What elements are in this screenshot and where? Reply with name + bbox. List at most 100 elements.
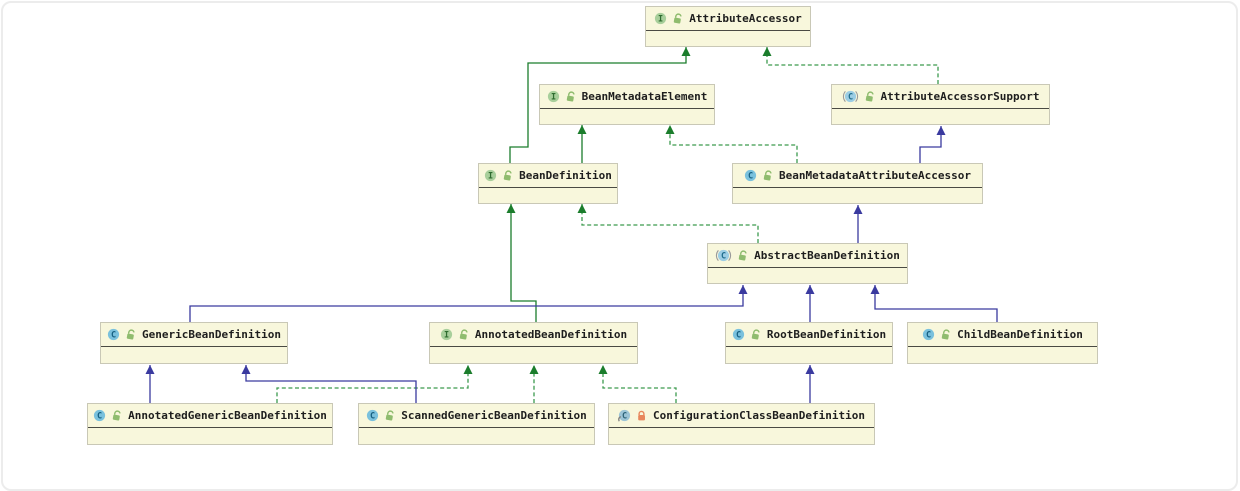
node-members-compartment — [609, 428, 874, 444]
svg-text:I: I — [488, 171, 493, 181]
class-node-AttributeAccessor[interactable]: I AttributeAccessor — [645, 6, 811, 47]
edge-ConfigurationClassBeanDefinition-to-AnnotatedBeanDefinition — [598, 365, 677, 403]
class-name-label: ScannedGenericBeanDefinition — [401, 409, 587, 422]
class-node-AnnotatedGenericBeanDefinition[interactable]: C AnnotatedGenericBeanDefinition — [87, 403, 333, 445]
class-name-label: ChildBeanDefinition — [957, 328, 1083, 341]
class-name-label: ConfigurationClassBeanDefinition — [653, 409, 865, 422]
node-members-compartment — [646, 31, 810, 46]
interface-icon: I — [440, 328, 453, 341]
class-name-label: AnnotatedGenericBeanDefinition — [128, 409, 327, 422]
class-icon: C — [366, 409, 379, 422]
node-title-row: C ScannedGenericBeanDefinition — [359, 404, 594, 428]
class-icon: C — [93, 409, 106, 422]
class-node-BeanDefinition[interactable]: I BeanDefinition — [478, 163, 618, 204]
class-node-ConfigurationClassBeanDefinition[interactable]: C ConfigurationClassBeanDefinition — [608, 403, 875, 445]
class-name-label: RootBeanDefinition — [766, 328, 887, 341]
lock-open-icon — [762, 169, 774, 182]
svg-text:C: C — [926, 330, 931, 340]
class-node-ChildBeanDefinition[interactable]: C ChildBeanDefinition — [907, 322, 1098, 364]
edge-BeanMetadataAttributeAccessor-to-AttributeAccessorSupport — [919, 126, 946, 163]
edge-AnnotatedGenericBeanDefinition-to-AnnotatedBeanDefinition — [276, 365, 473, 403]
node-title-row: C AnnotatedGenericBeanDefinition — [88, 404, 332, 428]
node-title-row: C RootBeanDefinition — [726, 323, 892, 347]
node-members-compartment — [101, 347, 287, 363]
lock-closed-icon — [636, 409, 648, 422]
class-name-label: GenericBeanDefinition — [141, 328, 282, 341]
node-title-row: C ConfigurationClassBeanDefinition — [609, 404, 874, 428]
node-title-row: I BeanDefinition — [479, 164, 617, 188]
node-members-compartment — [726, 347, 892, 363]
svg-text:C: C — [748, 171, 753, 181]
edges-layer — [145, 47, 998, 403]
svg-text:I: I — [658, 14, 663, 24]
svg-text:C: C — [736, 330, 741, 340]
interface-icon: I — [547, 90, 560, 103]
lock-open-icon — [737, 249, 749, 262]
interface-icon: I — [654, 12, 667, 25]
svg-text:C: C — [111, 330, 116, 340]
lock-open-icon — [864, 90, 876, 103]
lock-open-icon — [384, 409, 396, 422]
class-name-label: BeanDefinition — [519, 169, 612, 182]
lock-open-icon — [111, 409, 123, 422]
abstract-class-icon: C — [842, 90, 859, 103]
edge-AttributeAccessorSupport-to-AttributeAccessor — [762, 47, 939, 84]
node-members-compartment — [708, 268, 907, 283]
svg-text:C: C — [97, 411, 102, 421]
svg-text:I: I — [551, 92, 556, 102]
class-node-BeanMetadataElement[interactable]: I BeanMetadataElement — [539, 84, 715, 125]
svg-text:C: C — [721, 251, 726, 261]
interface-icon: I — [484, 169, 497, 182]
class-name-label: BeanMetadataAttributeAccessor — [778, 169, 972, 182]
svg-text:C: C — [370, 411, 375, 421]
class-name-label: BeanMetadataElement — [581, 90, 708, 103]
node-members-compartment — [430, 347, 637, 363]
node-title-row: C GenericBeanDefinition — [101, 323, 287, 347]
node-members-compartment — [733, 188, 982, 203]
node-title-row: I AttributeAccessor — [646, 7, 810, 31]
class-node-AnnotatedBeanDefinition[interactable]: I AnnotatedBeanDefinition — [429, 322, 638, 364]
node-members-compartment — [832, 109, 1049, 124]
lock-open-icon — [125, 328, 137, 341]
class-name-label: AnnotatedBeanDefinition — [474, 328, 628, 341]
class-icon: C — [107, 328, 120, 341]
class-node-GenericBeanDefinition[interactable]: C GenericBeanDefinition — [100, 322, 288, 364]
class-icon: C — [732, 328, 745, 341]
node-members-compartment — [479, 188, 617, 203]
node-title-row: I BeanMetadataElement — [540, 85, 714, 109]
node-title-row: C ChildBeanDefinition — [908, 323, 1097, 347]
node-title-row: C AttributeAccessorSupport — [832, 85, 1049, 109]
class-node-ScannedGenericBeanDefinition[interactable]: C ScannedGenericBeanDefinition — [358, 403, 595, 445]
node-members-compartment — [540, 109, 714, 124]
node-title-row: C AbstractBeanDefinition — [708, 244, 907, 268]
lock-open-icon — [565, 90, 577, 103]
lock-open-icon — [502, 169, 514, 182]
lock-open-icon — [672, 12, 684, 25]
class-name-label: AttributeAccessorSupport — [880, 90, 1040, 103]
edge-GenericBeanDefinition-to-AbstractBeanDefinition — [189, 285, 748, 322]
class-node-AbstractBeanDefinition[interactable]: C AbstractBeanDefinition — [707, 243, 908, 284]
node-members-compartment — [88, 428, 332, 444]
class-icon: C — [744, 169, 757, 182]
edge-BeanDefinition-to-AttributeAccessor — [509, 47, 691, 163]
svg-text:I: I — [444, 330, 449, 340]
node-title-row: I AnnotatedBeanDefinition — [430, 323, 637, 347]
node-title-row: C BeanMetadataAttributeAccessor — [733, 164, 982, 188]
lock-open-icon — [750, 328, 762, 341]
edge-AnnotatedBeanDefinition-to-BeanDefinition — [506, 204, 537, 322]
edge-BeanMetadataAttributeAccessor-to-BeanMetadataElement — [665, 125, 798, 163]
abstract-class-icon: C — [715, 249, 732, 262]
class-name-label: AbstractBeanDefinition — [754, 249, 900, 262]
svg-text:C: C — [622, 411, 627, 421]
edge-ChildBeanDefinition-to-AbstractBeanDefinition — [870, 285, 998, 322]
class-node-BeanMetadataAttributeAccessor[interactable]: C BeanMetadataAttributeAccessor — [732, 163, 983, 204]
lock-open-icon — [940, 328, 952, 341]
edge-ScannedGenericBeanDefinition-to-GenericBeanDefinition — [241, 365, 417, 403]
edge-AbstractBeanDefinition-to-BeanDefinition — [577, 204, 759, 243]
class-name-label: AttributeAccessor — [689, 12, 802, 25]
class-node-AttributeAccessorSupport[interactable]: C AttributeAccessorSupport — [831, 84, 1050, 125]
class-icon: C — [922, 328, 935, 341]
class-node-RootBeanDefinition[interactable]: C RootBeanDefinition — [725, 322, 893, 364]
lock-open-icon — [458, 328, 470, 341]
